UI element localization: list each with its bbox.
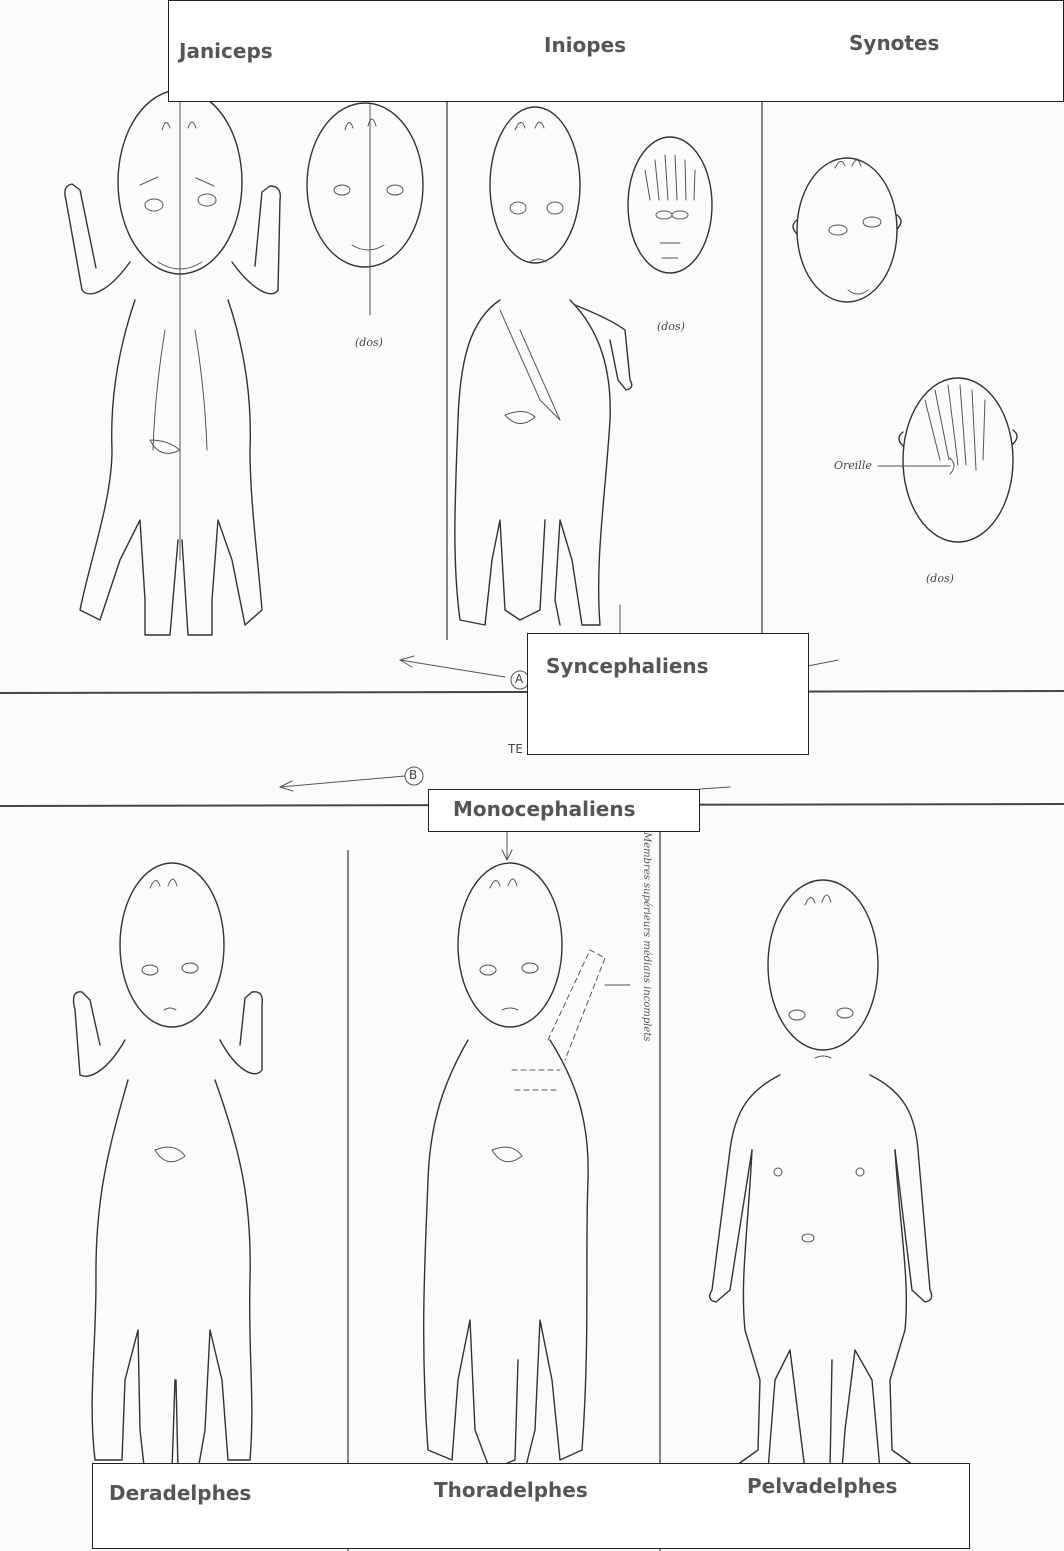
dos-label-iniopes: (dos)	[657, 320, 685, 333]
label-synotes: Synotes	[849, 31, 939, 55]
dos-label-synotes: (dos)	[926, 572, 954, 585]
dos-label-janiceps: (dos)	[355, 336, 383, 349]
pelvadelphes-figure	[710, 880, 932, 1470]
iniopes-figure	[455, 107, 632, 625]
arrow-left-top	[400, 656, 505, 677]
vertical-note: Membres supérieurs médians incomplets	[641, 832, 652, 1042]
janiceps-figure	[65, 90, 280, 635]
arrow-right-bottom	[700, 787, 730, 789]
marker-b: B	[409, 768, 417, 782]
oreille-label: Oreille	[834, 459, 872, 472]
synotes-back-head	[878, 378, 1017, 542]
label-monocephaliens: Monocephaliens	[453, 797, 636, 821]
label-janiceps: Janiceps	[179, 39, 273, 63]
marker-a: A	[515, 672, 523, 686]
janiceps-back-view	[307, 103, 423, 315]
label-pelvadelphes: Pelvadelphes	[747, 1474, 897, 1498]
label-syncephaliens: Syncephaliens	[546, 654, 709, 678]
top-label-box: Janiceps Iniopes Synotes	[168, 0, 1064, 102]
bottom-label-box: Deradelphes Thoradelphes Pelvadelphes	[92, 1463, 970, 1549]
label-thoradelphes: Thoradelphes	[434, 1478, 588, 1502]
arrow-down-bottom	[502, 832, 512, 860]
synotes-front-head	[793, 158, 901, 302]
arrow-right-top	[808, 660, 838, 666]
monocephaliens-box: Monocephaliens	[428, 789, 700, 832]
iniopes-back-view	[628, 137, 712, 273]
syncephaliens-box: Syncephaliens	[527, 633, 809, 755]
deradelphes-figure	[74, 863, 263, 1475]
label-iniopes: Iniopes	[544, 33, 626, 57]
label-deradelphes: Deradelphes	[109, 1481, 251, 1505]
arrow-left-bottom	[280, 776, 405, 791]
cut-text: TE	[508, 742, 523, 756]
thoradelphes-figure	[424, 863, 630, 1470]
